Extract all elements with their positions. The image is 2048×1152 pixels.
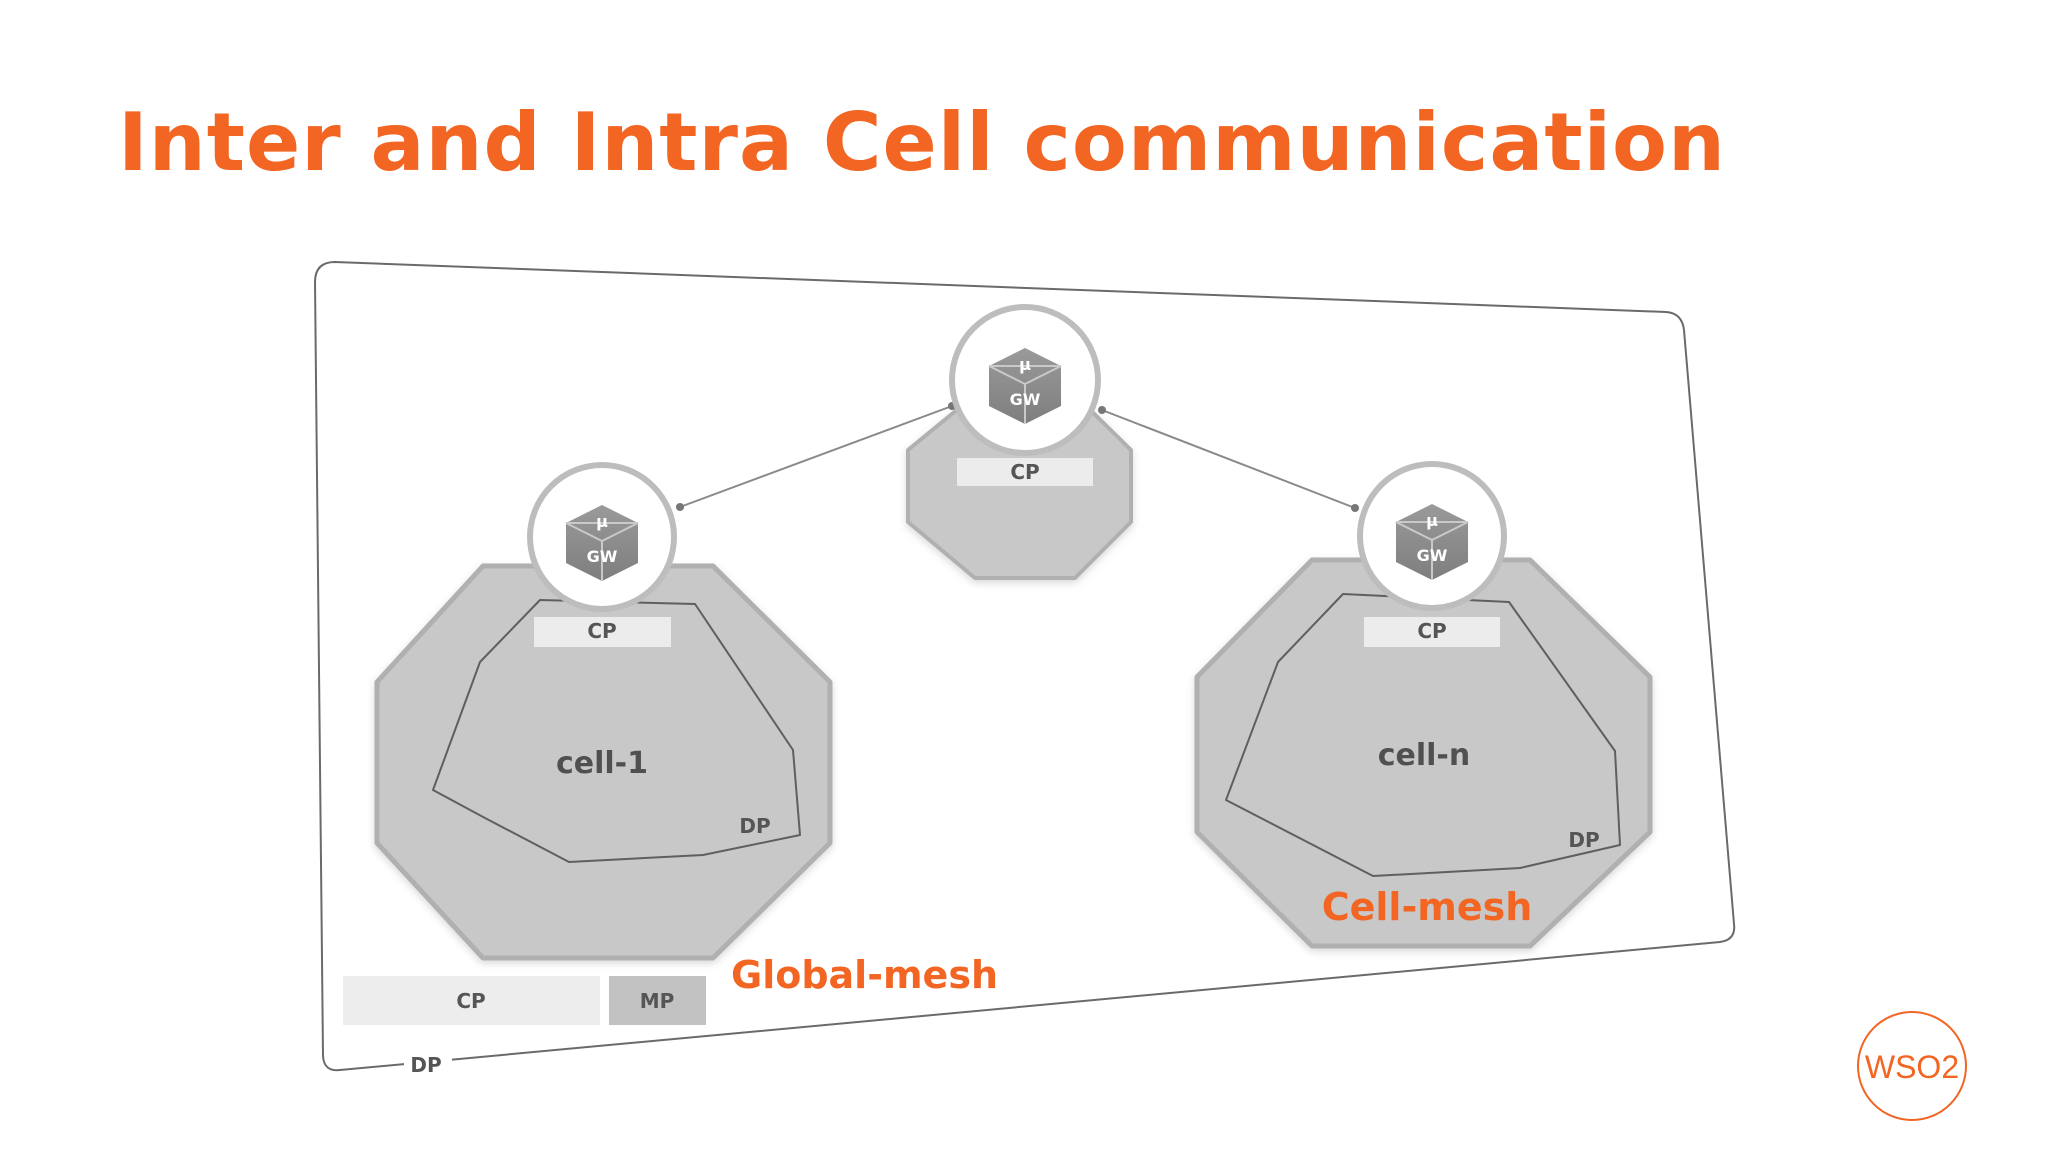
gateway-gw-label: GW [587,547,618,566]
global-cp-bar [957,458,1093,486]
cell-n-dp-region [1225,593,1621,877]
gateway-mu-icon: μ [1019,355,1031,374]
cell-1-name: cell-1 [556,746,648,781]
slide-title: Inter and Intra Cell communication [118,96,1726,189]
cell-1-dp-label: DP [739,814,770,838]
outer-dp-label: DP [410,1053,441,1077]
gateway-mu-icon: μ [596,512,608,531]
bottom-mp-label: MP [640,989,675,1013]
gateway-cube-icon: μ GW [1395,504,1469,580]
cell-1-node: CP cell-1 DP μ GW [374,462,833,961]
wso2-logo-text: WSO2 [1865,1049,1959,1085]
connector-to-cell-n [1101,409,1356,509]
bottom-cp-label: CP [456,989,485,1013]
global-gateway-node: CP μ GW [906,304,1133,580]
bottom-cp-bar [343,976,600,1025]
cell-mesh-label: Cell-mesh [1322,885,1533,929]
cell-n-cp-bar [1364,617,1500,647]
gateway-cube-icon: μ GW [565,505,639,581]
cell-n-dp-label: DP [1568,828,1599,852]
cell-n-cp-label: CP [1417,619,1446,643]
gateway-cube-icon: μ GW [988,348,1062,424]
cell-1-dp-region [432,599,801,863]
wso2-logo: WSO2 [1857,1011,1967,1121]
gateway-gw-label: GW [1010,390,1041,409]
cell-n-name: cell-n [1378,738,1471,773]
global-mesh-boundary [313,260,1736,1072]
cell-n-node: CP cell-n DP μ GW [1194,461,1653,949]
connector-end-dot [1351,504,1359,512]
gateway-mu-icon: μ [1426,511,1438,530]
gateway-gw-label: GW [1417,546,1448,565]
connector-to-cell-1 [679,405,953,508]
cell-1-cp-label: CP [587,619,616,643]
connector-end-dot [676,503,684,511]
global-cp-label: CP [1010,460,1039,484]
global-mesh-label: Global-mesh [731,953,998,997]
bottom-mp-bar [609,976,706,1025]
connector-end-dot [1098,406,1106,414]
cell-1-cp-bar [534,617,671,647]
